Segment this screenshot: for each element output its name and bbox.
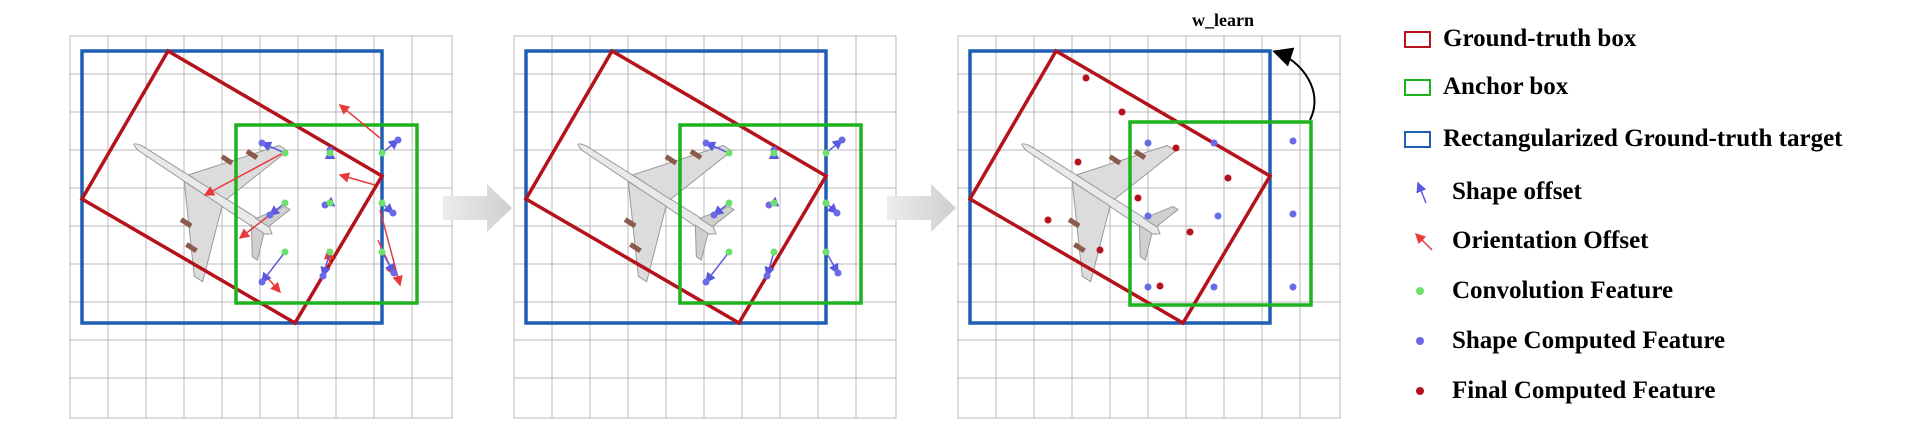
anchor-box bbox=[678, 123, 863, 305]
w-learn-label: w_learn bbox=[1192, 10, 1254, 30]
ground-truth-box bbox=[523, 48, 829, 326]
legend-item-shape-offset: Shape offset bbox=[1396, 175, 1582, 209]
shape-features bbox=[702, 136, 846, 286]
weight-arrow bbox=[1272, 47, 1316, 121]
shape-offset-arrow-icon bbox=[1416, 181, 1427, 204]
final-features bbox=[1044, 74, 1232, 290]
rect-target-box bbox=[524, 49, 828, 325]
legend-label: Rectangularized Ground-truth target bbox=[1443, 125, 1843, 152]
legend-label: Ground-truth box bbox=[1443, 25, 1637, 52]
convolution-features bbox=[725, 149, 830, 256]
anchor-box bbox=[234, 123, 419, 305]
rect-target-box bbox=[968, 49, 1272, 325]
panel-shape bbox=[513, 35, 897, 419]
shape-feature-dot-icon bbox=[1416, 337, 1424, 345]
legend-item-rect-target: Rectangularized Ground-truth target bbox=[1396, 122, 1843, 156]
legend-item-final-feature: Final Computed Feature bbox=[1396, 374, 1715, 408]
ground-truth-box bbox=[967, 48, 1273, 326]
final-feature-dot-icon bbox=[1416, 387, 1424, 395]
ground-truth-box-icon bbox=[1404, 30, 1431, 48]
flow-arrow-1 bbox=[443, 184, 512, 232]
legend-item-anchor: Anchor box bbox=[1396, 70, 1568, 104]
rect-target-box bbox=[80, 49, 384, 325]
legend-label: Shape offset bbox=[1452, 178, 1582, 205]
legend-label: Convolution Feature bbox=[1452, 277, 1674, 304]
panel-offsets bbox=[69, 35, 453, 419]
shape-features bbox=[258, 136, 402, 286]
anchor-box bbox=[1128, 120, 1313, 307]
panel-final bbox=[957, 35, 1341, 419]
legend-label: Shape Computed Feature bbox=[1452, 327, 1726, 354]
airplane-image bbox=[1021, 143, 1179, 283]
rect-target-box-icon bbox=[1404, 130, 1431, 148]
flow-arrow-2 bbox=[887, 184, 956, 232]
legend-label: Final Computed Feature bbox=[1452, 377, 1716, 404]
legend-item-conv-feature: Convolution Feature bbox=[1396, 274, 1673, 308]
conv-feature-dot-icon bbox=[1416, 287, 1424, 295]
legend-item-ground-truth: Ground-truth box bbox=[1396, 22, 1636, 56]
legend-label: Anchor box bbox=[1443, 73, 1569, 100]
legend-item-orientation-offset: Orientation Offset bbox=[1396, 224, 1648, 258]
legend-label: Orientation Offset bbox=[1452, 227, 1649, 254]
convolution-features bbox=[281, 149, 386, 256]
anchor-box-icon bbox=[1404, 78, 1431, 96]
ground-truth-box bbox=[79, 48, 385, 326]
orientation-offset-arrow-icon bbox=[1414, 232, 1433, 251]
legend-item-shape-feature: Shape Computed Feature bbox=[1396, 324, 1725, 358]
shape-features bbox=[1144, 137, 1297, 291]
